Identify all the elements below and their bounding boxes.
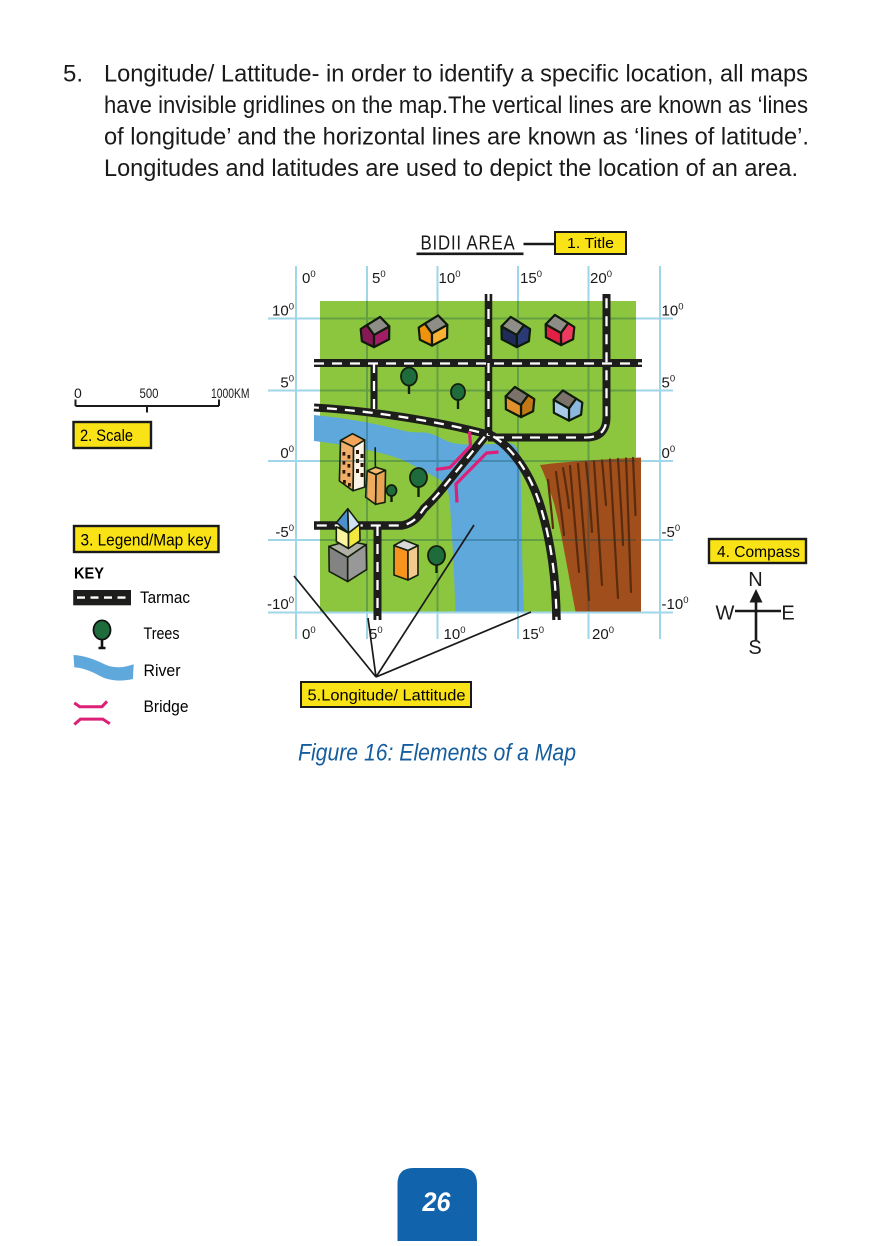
svg-text:E: E: [781, 603, 794, 625]
svg-text:KEY: KEY: [74, 566, 104, 583]
svg-text:-100: -100: [267, 595, 294, 613]
svg-text:Tarmac: Tarmac: [140, 588, 190, 607]
svg-text:S: S: [748, 637, 761, 659]
svg-text:BIDII AREA: BIDII AREA: [421, 232, 516, 255]
svg-text:1. Title: 1. Title: [567, 235, 614, 252]
svg-text:50: 50: [372, 269, 386, 287]
svg-text:2. Scale: 2. Scale: [80, 426, 133, 445]
svg-text:Longitudes and latitudes are u: Longitudes and latitudes are used to dep…: [104, 155, 798, 182]
svg-text:-50: -50: [275, 523, 294, 541]
svg-text:Figure 16: Elements of a Map: Figure 16: Elements of a Map: [298, 740, 576, 767]
svg-text:5.: 5.: [63, 61, 83, 88]
svg-text:5.Longitude/ Lattitude: 5.Longitude/ Lattitude: [308, 688, 466, 705]
svg-text:of longitude’ and the horizont: of longitude’ and the horizontal lines a…: [104, 124, 809, 151]
svg-text:River: River: [144, 661, 181, 680]
svg-text:W: W: [716, 603, 735, 625]
svg-text:-50: -50: [662, 523, 681, 541]
svg-text:50: 50: [662, 374, 676, 392]
svg-text:4. Compass: 4. Compass: [717, 544, 800, 561]
svg-text:00: 00: [662, 444, 676, 462]
svg-text:0: 0: [74, 385, 82, 401]
svg-text:500: 500: [140, 385, 159, 401]
svg-text:150: 150: [520, 269, 542, 287]
svg-text:Longitude/ Lattitude- in order: Longitude/ Lattitude- in order to identi…: [104, 61, 808, 88]
svg-text:100: 100: [662, 302, 684, 320]
svg-text:3. Legend/Map key: 3. Legend/Map key: [81, 531, 212, 550]
svg-text:-100: -100: [662, 595, 689, 613]
svg-text:1000KM: 1000KM: [211, 385, 250, 401]
svg-text:100: 100: [272, 302, 294, 320]
svg-text:50: 50: [280, 374, 294, 392]
svg-text:200: 200: [592, 625, 614, 643]
svg-text:00: 00: [302, 269, 316, 287]
svg-text:Bridge: Bridge: [144, 697, 189, 716]
svg-text:00: 00: [302, 625, 316, 643]
svg-text:26: 26: [422, 1187, 452, 1217]
svg-text:200: 200: [590, 269, 612, 287]
svg-text:150: 150: [522, 625, 544, 643]
svg-text:100: 100: [439, 269, 461, 287]
svg-text:have invisible gridlines on th: have invisible gridlines on the map.The …: [104, 92, 808, 119]
svg-text:Trees: Trees: [144, 624, 180, 643]
svg-text:N: N: [748, 569, 762, 591]
svg-text:00: 00: [280, 444, 294, 462]
